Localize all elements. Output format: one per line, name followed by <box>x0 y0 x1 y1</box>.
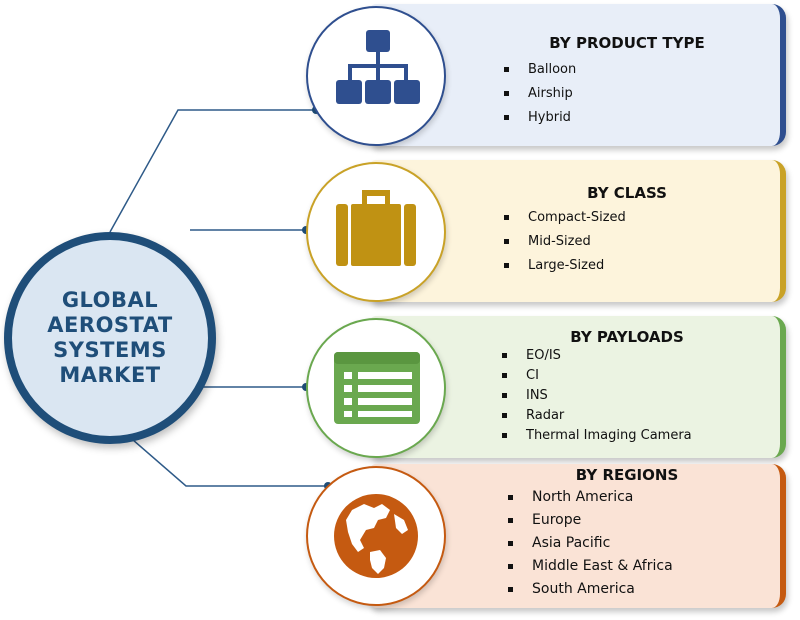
icon-circle-regions <box>306 466 446 606</box>
segment-item: Hybrid <box>502 106 576 130</box>
segment-item: Radar <box>500 406 692 426</box>
segment-item-list: Balloon Airship Hybrid <box>502 58 576 130</box>
segment-item-list: EO/IS CI INS Radar Thermal Imaging Camer… <box>500 346 692 446</box>
connector-product-type <box>109 109 314 233</box>
segment-title: BY REGIONS <box>575 466 679 484</box>
segment-item: Airship <box>502 82 576 106</box>
segment-item-list: Compact-Sized Mid-Sized Large-Sized <box>502 206 626 278</box>
icon-circle-payloads <box>306 318 446 458</box>
icon-circle-class <box>306 162 446 302</box>
icon-circle-product-type <box>306 6 446 146</box>
market-hub-circle: GLOBAL AEROSTAT SYSTEMS MARKET <box>4 232 216 444</box>
segment-title: BY CLASS <box>587 184 667 202</box>
segment-item: Thermal Imaging Camera <box>500 426 692 446</box>
hub-title: GLOBAL AEROSTAT SYSTEMS MARKET <box>47 288 173 387</box>
segment-item: Large-Sized <box>502 254 626 278</box>
segment-title: BY PAYLOADS <box>570 328 684 346</box>
segment-item: Mid-Sized <box>502 230 626 254</box>
segment-item: North America <box>506 486 673 509</box>
segment-item: Europe <box>506 509 673 532</box>
segment-panel-class: BY CLASS Compact-Sized Mid-Sized Large-S… <box>370 160 786 302</box>
segment-item: EO/IS <box>500 346 692 366</box>
segment-item: Middle East & Africa <box>506 555 673 578</box>
globe-icon <box>334 494 418 578</box>
connector-regions <box>109 419 328 487</box>
segment-item: South America <box>506 578 673 601</box>
list-window-icon <box>334 352 420 424</box>
segment-title: BY PRODUCT TYPE <box>549 34 705 52</box>
segment-item: INS <box>500 386 692 406</box>
segment-item: Asia Pacific <box>506 532 673 555</box>
segment-item: Balloon <box>502 58 576 82</box>
segment-item: Compact-Sized <box>502 206 626 230</box>
segment-item: CI <box>500 366 692 386</box>
segment-item-list: North America Europe Asia Pacific Middle… <box>506 486 673 601</box>
hierarchy-icon <box>336 30 420 104</box>
briefcase-icon <box>336 190 416 266</box>
